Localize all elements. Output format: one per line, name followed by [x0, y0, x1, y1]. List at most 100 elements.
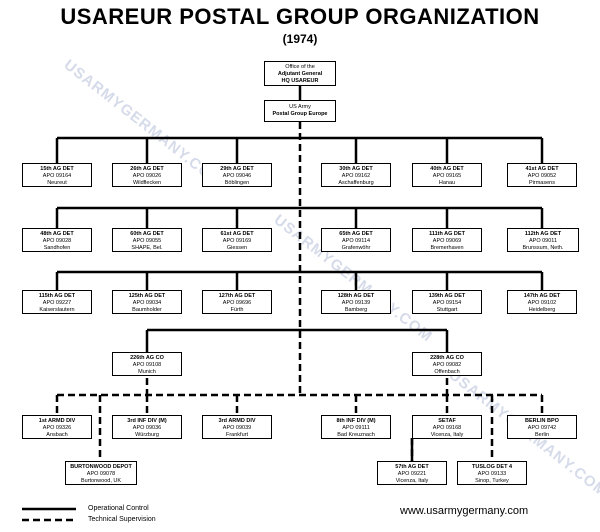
unit-apo: APO 09133 [477, 471, 507, 477]
chart-subtitle: (1974) [282, 32, 318, 46]
unit-name: 29th AG DET [220, 166, 254, 172]
unit-name: 112th AG DET [524, 231, 562, 237]
unit-loc: Berlin [534, 432, 550, 438]
unit-loc: Sandhofen [43, 245, 71, 251]
unit-name: 1st ARMD DIV [38, 418, 76, 424]
unit-apo: APO 09039 [222, 425, 252, 431]
unit-name: 128th AG DET [337, 293, 375, 299]
unit-loc: Kaiserslautern [39, 307, 75, 313]
unit-loc: Wildflecken [132, 180, 162, 186]
unit-apo: APO 09164 [42, 173, 72, 179]
unit-apo: APO 09154 [432, 300, 462, 306]
unit-name: 30th AG DET [339, 166, 373, 172]
unit-loc: Neureut [47, 180, 67, 186]
unit-name: SETAF [438, 418, 456, 424]
legend-technical-supervision: Technical Supervision [88, 516, 156, 523]
unit-loc: Brunssum, Neth. [522, 245, 564, 251]
unit-loc: Würzburg [135, 432, 159, 438]
unit-loc: Vicenza, Italy [430, 432, 464, 438]
unit-loc: Burtonwood, UK [80, 478, 122, 484]
unit-loc: Bremerhaven [430, 245, 464, 251]
unit-loc: Giessen [226, 245, 248, 251]
unit-apo: APO 09696 [222, 300, 252, 306]
unit-name: 226th AG CO [130, 355, 164, 361]
unit-name: TUSLOG DET 4 [471, 464, 513, 470]
unit-loc: Hanau [438, 180, 456, 186]
unit-name: 57th AG DET [395, 464, 429, 470]
unit-apo: APO 09028 [42, 238, 72, 244]
unit-loc: Munich [138, 369, 156, 375]
unit-loc: Offenbach [434, 369, 460, 375]
unit-apo: APO 09111 [342, 425, 370, 431]
unit-apo: APO 09046 [222, 173, 252, 179]
unit-loc: Böblingen [224, 180, 250, 186]
unit-apo: APO 09078 [86, 471, 116, 477]
unit-name: 115th AG DET [38, 293, 76, 299]
unit-apo: APO 09168 [432, 425, 462, 431]
unit-name: 65th AG DET [339, 231, 373, 237]
unit-loc: Stuttgart [436, 307, 458, 313]
unit-apo: APO 09742 [527, 425, 557, 431]
unit-name: 3rd ARMD DIV [218, 418, 256, 424]
unit-name: BERLIN BPO [525, 418, 559, 424]
unit-apo: APO 09162 [341, 173, 371, 179]
website-label: www.usarmygermany.com [400, 505, 529, 517]
unit-loc: Sinop, Turkey [475, 478, 509, 484]
unit-loc: Frankfurt [225, 432, 248, 438]
unit-loc: Aschaffenburg [338, 180, 374, 186]
unit-apo: APO 09052 [527, 173, 557, 179]
postal-group-europe-box: US Army Postal Group Europe [264, 100, 336, 122]
unit-loc: Bad Kreuznach [337, 432, 375, 438]
unit-loc: Heidelberg [528, 307, 556, 313]
unit-apo: APO 09034 [132, 300, 162, 306]
unit-loc: Vicenza, Italy [395, 478, 429, 484]
unit-loc: Ansbach [46, 432, 68, 438]
unit-name: 125th AG DET [128, 293, 166, 299]
unit-apo: APO 09069 [432, 238, 462, 244]
unit-apo: APO 09221 [397, 471, 427, 477]
unit-name: 8th INF DIV (M) [336, 418, 376, 424]
unit-name: 61st AG DET [220, 231, 254, 237]
unit-apo: APO 09169 [222, 238, 252, 244]
unit-name: 41st AG DET [525, 166, 559, 172]
unit-apo: APO 09227 [42, 300, 72, 306]
unit-loc: Baumholder [132, 307, 162, 313]
unit-name: 147th AG DET [523, 293, 561, 299]
unit-name: BURTONWOOD DEPOT [70, 464, 132, 470]
unit-name: 139th AG DET [428, 293, 466, 299]
unit-apo: APO 09036 [132, 425, 162, 431]
unit-apo: APO 09326 [42, 425, 72, 431]
unit-name: 3rd INF DIV (M) [127, 418, 167, 424]
hq-adjutant-general-box: Office of the Adjutant General HQ USAREU… [264, 61, 336, 86]
unit-loc: Pirmasens [529, 180, 555, 186]
legend-operational-control: Operational Control [88, 505, 149, 512]
unit-loc: Bamberg [344, 307, 368, 313]
unit-name: 111th AG DET [429, 231, 465, 237]
